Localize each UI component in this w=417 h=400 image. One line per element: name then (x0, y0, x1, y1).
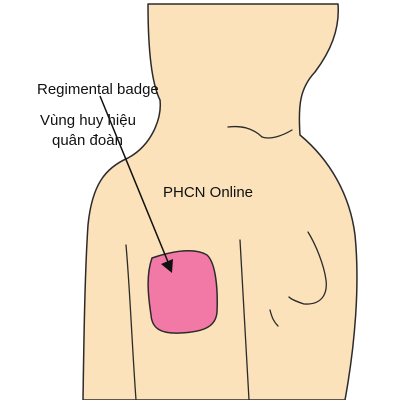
label-vietnamese-line1: Vùng huy hiệu (40, 112, 136, 129)
pointer-arrowhead (161, 259, 173, 273)
pointer-arrow-line (99, 95, 169, 263)
torso-silhouette (82, 3, 358, 400)
upper-arm-line-front (239, 239, 250, 400)
label-vietnamese-line2: quân đoàn (52, 132, 123, 149)
badge-area (147, 250, 218, 334)
chest-contour (288, 231, 327, 305)
armpit-line (269, 309, 279, 327)
label-english: Regimental badge (37, 81, 159, 98)
collarbone-line (227, 125, 293, 139)
watermark-text: PHCN Online (163, 184, 253, 201)
upper-arm-line-back (125, 244, 137, 400)
